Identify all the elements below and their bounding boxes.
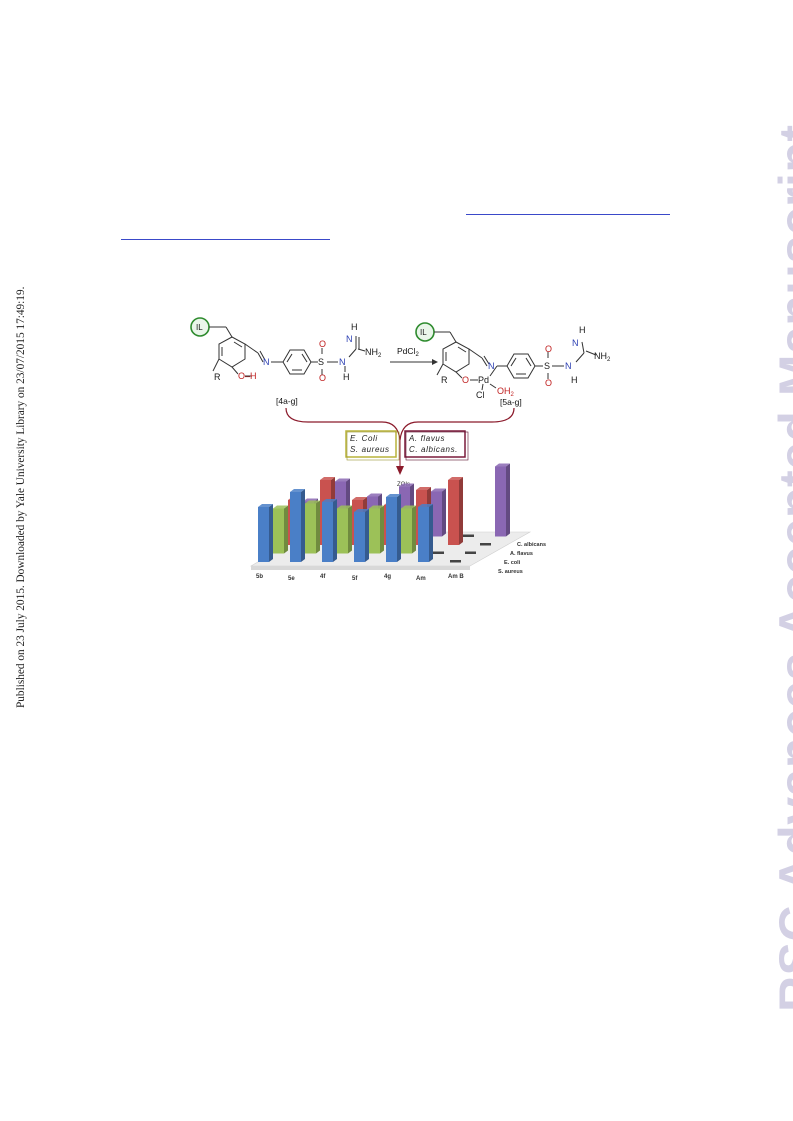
bar-5b-e-coli (273, 505, 288, 554)
complex-structure (415, 322, 597, 391)
bar-5b-s-aureus (258, 504, 273, 562)
atom-oh2: OH2 (497, 386, 515, 398)
x-tick-label: Am B (448, 574, 464, 580)
atom-n-sulfonyl-right: N (565, 361, 572, 371)
ligand-atom-labels: IL N S O O N H H N NH2 R O–H [4a-g] (196, 322, 382, 406)
chart-bars (258, 463, 510, 563)
atom-o1-left: O (319, 339, 326, 349)
atom-r-right: R (441, 375, 448, 385)
bar-am-c-albicans (463, 534, 474, 537)
series-label: C. albicans (517, 542, 546, 548)
bar-am-b-s-aureus (450, 560, 461, 563)
chart-floor-front (251, 566, 470, 570)
atom-n-sulfonyl-left: N (339, 357, 346, 367)
atom-h-left: H (343, 372, 350, 382)
series-label: S. aureus (498, 569, 523, 575)
bar-am-a-flavus (448, 477, 463, 545)
atom-n-imine-right: N (488, 361, 495, 371)
atom-cl: Cl (476, 390, 485, 400)
series-label: A. flavus (510, 551, 533, 557)
atom-n-imine-left: N (263, 357, 270, 367)
complex-atom-labels: IL N S O O N H H N NH2 R O Pd Cl OH2 [5a… (420, 325, 611, 407)
atom-nh2-left: NH2 (365, 347, 382, 359)
chart-series-labels: S. aureus E. coli A. flavus C. albicans (498, 542, 546, 575)
bar-4f-s-aureus (322, 499, 337, 562)
atom-o-right: O (462, 375, 469, 385)
atom-r-left: R (214, 372, 221, 382)
x-tick-label: Am (416, 576, 426, 582)
fungi-label-1: A. flavus (408, 434, 445, 443)
fungi-box: A. flavus C. albicans. (404, 430, 469, 461)
atom-h-right: H (571, 375, 578, 385)
chart-x-ticks: 5b 5e 4f 5f 4g Am Am B (256, 574, 464, 582)
bacteria-label-1: E. Coli (350, 434, 378, 443)
reagent-label: PdCl2 (397, 346, 419, 358)
atom-h-top-left: H (351, 322, 358, 332)
link-underline-2[interactable] (121, 239, 330, 240)
bar-am-s-aureus (418, 504, 433, 562)
atom-n-guan-right: N (572, 338, 579, 348)
x-tick-label: 5e (288, 576, 295, 582)
ligand-structure (190, 317, 366, 377)
bacteria-box: E. Coli S. aureus (345, 430, 400, 461)
bar-5f-s-aureus (354, 509, 369, 562)
il-label-left: IL (196, 323, 203, 332)
atom-h-top-right: H (579, 325, 586, 335)
x-tick-label: 4f (320, 574, 326, 580)
atom-n-guan-left: N (346, 334, 353, 344)
bar-am-e-coli (433, 551, 444, 554)
bar-4g-s-aureus (386, 494, 401, 562)
il-label-right: IL (420, 328, 427, 337)
bar-am-b-e-coli (465, 551, 476, 554)
atom-s-right: S (544, 361, 550, 371)
atom-nh2-right: NH2 (594, 351, 611, 363)
bar-5e-s-aureus (290, 489, 305, 562)
fungi-label-2: C. albicans. (409, 445, 458, 454)
atom-o2-right: O (545, 378, 552, 388)
series-label: E. coli (504, 560, 521, 566)
bar-5f-e-coli (369, 505, 384, 554)
x-tick-label: 4g (384, 574, 391, 580)
bar-5e-e-coli (305, 500, 320, 554)
atom-o1-right: O (545, 344, 552, 354)
down-arrow (396, 466, 404, 475)
compound-label-left: [4a-g] (276, 396, 298, 406)
bar-4g-e-coli (401, 505, 416, 554)
atom-o2-left: O (319, 373, 326, 383)
bar-4g-c-albicans (431, 488, 446, 537)
bar-4f-e-coli (337, 505, 352, 554)
bracket-connector (285, 407, 515, 441)
x-tick-label: 5b (256, 574, 263, 580)
bar-am-b-c-albicans (495, 463, 510, 537)
x-tick-label: 5f (352, 576, 358, 582)
link-underline-1[interactable] (466, 214, 670, 215)
atom-pd: Pd (478, 375, 489, 385)
compound-label-right: [5a-g] (500, 397, 522, 407)
reaction-arrow: PdCl2 (390, 346, 438, 365)
bacteria-label-2: S. aureus (350, 445, 390, 454)
atom-s-left: S (318, 357, 324, 367)
bar-am-b-a-flavus (480, 543, 491, 546)
atom-oh-left: O–H (238, 371, 257, 381)
